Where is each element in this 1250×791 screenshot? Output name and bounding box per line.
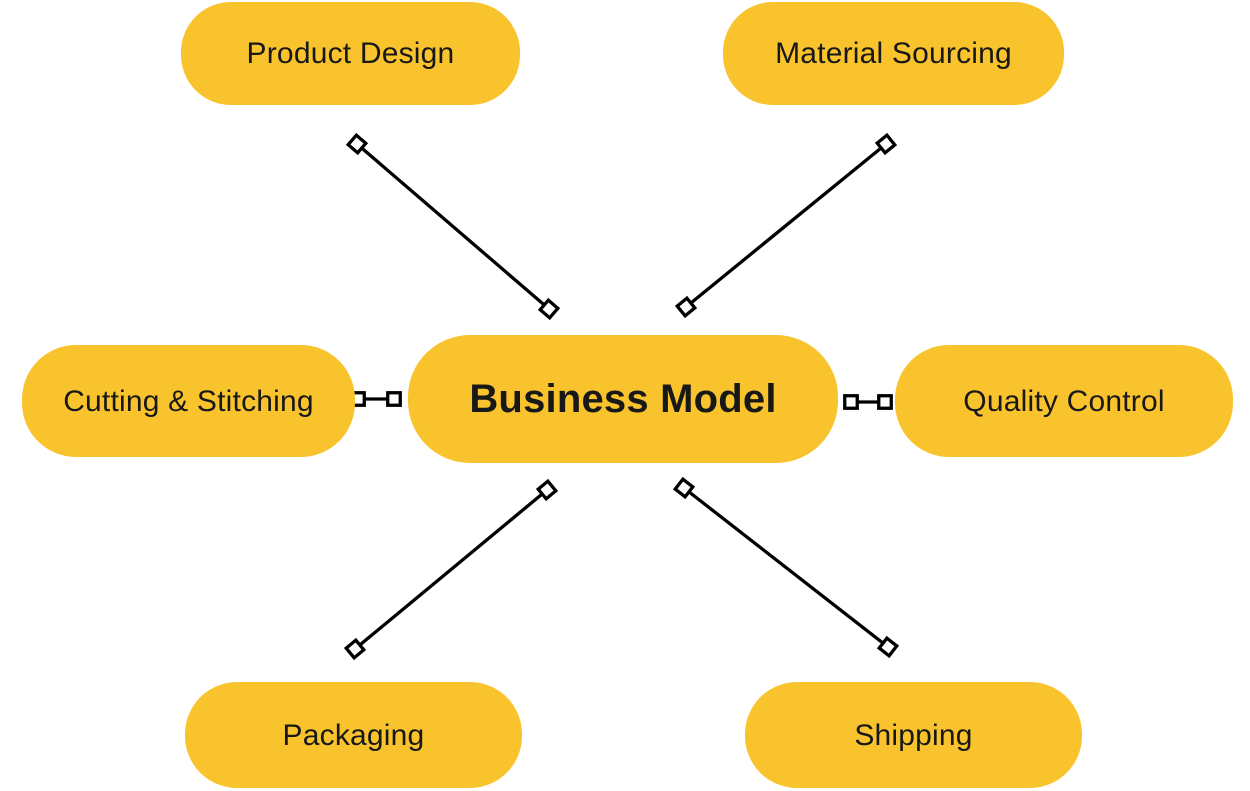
connector-cutting-stitching[interactable] <box>350 391 402 407</box>
node-label: Shipping <box>854 718 973 752</box>
node-label: Business Model <box>469 377 777 421</box>
connector-product-design[interactable] <box>345 132 561 321</box>
connector-endpoint-square[interactable] <box>876 635 900 659</box>
node-business-model[interactable]: Business Model <box>408 335 838 463</box>
node-label: Packaging <box>282 718 425 752</box>
connector-endpoint-square[interactable] <box>386 391 402 407</box>
connector-endpoint-square[interactable] <box>874 132 898 156</box>
connector-packaging[interactable] <box>343 478 559 661</box>
connector-endpoint-square[interactable] <box>343 637 367 661</box>
node-label: Material Sourcing <box>775 37 1012 70</box>
connector-endpoint-square[interactable] <box>535 478 559 502</box>
connector-endpoint-square[interactable] <box>672 476 696 500</box>
connector-endpoint-square[interactable] <box>345 132 369 156</box>
node-cutting-stitching[interactable]: Cutting & Stitching <box>22 345 355 457</box>
connector-endpoint-square[interactable] <box>674 295 698 319</box>
connector-material-sourcing[interactable] <box>674 132 898 319</box>
connector-endpoint-square[interactable] <box>843 394 859 410</box>
node-packaging[interactable]: Packaging <box>185 682 522 788</box>
connector-endpoint-square[interactable] <box>877 394 893 410</box>
node-label: Cutting & Stitching <box>63 384 314 418</box>
node-quality-control[interactable]: Quality Control <box>895 345 1233 457</box>
node-material-sourcing[interactable]: Material Sourcing <box>723 2 1064 105</box>
node-product-design[interactable]: Product Design <box>181 2 520 105</box>
node-label: Quality Control <box>963 384 1165 418</box>
node-label: Product Design <box>246 37 455 70</box>
connector-endpoint-square[interactable] <box>537 297 561 321</box>
node-shipping[interactable]: Shipping <box>745 682 1082 788</box>
connector-quality-control[interactable] <box>843 394 893 410</box>
connector-shipping[interactable] <box>672 476 900 659</box>
